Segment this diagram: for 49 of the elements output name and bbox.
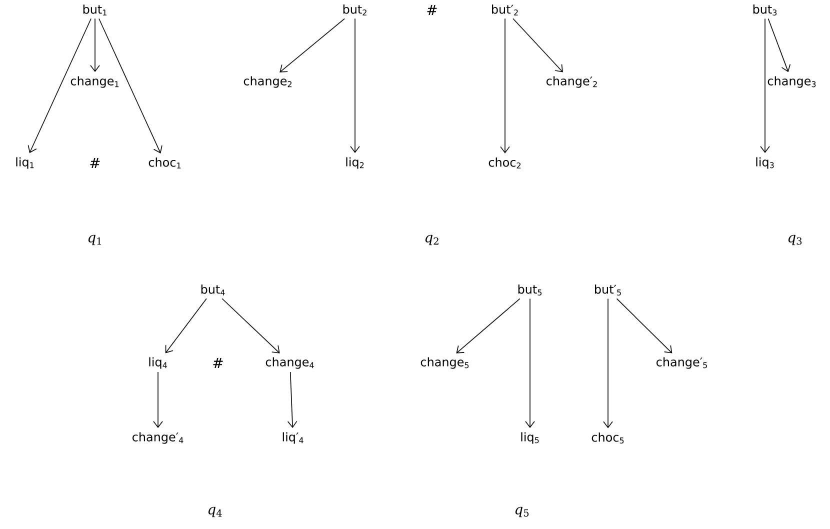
diagram-label: q$_{4}$ [208, 506, 222, 518]
diagram-label: # [213, 358, 223, 368]
arrow [98, 18, 162, 154]
diagram-label: # [427, 4, 437, 15]
arrow [603, 298, 613, 428]
term-label: liq′$_{4}$ [282, 432, 304, 444]
term-label: change$_{5}$ [420, 357, 469, 369]
arrow [512, 18, 563, 72]
term-label: liq$_{3}$ [756, 157, 774, 169]
term-label: liq$_{1}$ [16, 157, 34, 169]
arrow [616, 298, 672, 354]
arrow [525, 298, 535, 428]
arrow [280, 18, 345, 72]
term-label: change′$_{4}$ [132, 432, 184, 444]
diagram-label: q$_{3}$ [788, 234, 802, 246]
term-label: but$_{5}$ [518, 284, 542, 296]
term-label: change′$_{5}$ [656, 357, 707, 369]
term-label: but′$_{2}$ [492, 4, 518, 16]
term-label: change′$_{2}$ [546, 76, 597, 88]
term-label: liq$_{2}$ [346, 157, 364, 169]
term-label: liq$_{5}$ [521, 432, 539, 444]
arrow [768, 18, 791, 72]
term-label: but$_{1}$ [83, 4, 106, 16]
arrow [222, 298, 280, 354]
term-label: but$_{2}$ [343, 4, 366, 16]
diagram-label: # [90, 158, 100, 168]
term-label: but$_{3}$ [753, 4, 777, 16]
arrow [456, 298, 520, 354]
term-label: choc$_{1}$ [148, 158, 181, 168]
arrow [153, 372, 163, 428]
arrow [760, 18, 770, 153]
diagram-label: q$_{5}$ [515, 506, 529, 518]
diagram-label: q$_{2}$ [425, 234, 438, 246]
arrow [28, 18, 92, 154]
term-label: liq$_{4}$ [149, 357, 167, 369]
term-label: choc$_{2}$ [488, 158, 520, 168]
term-label: but′$_{5}$ [595, 284, 621, 296]
arrow [500, 18, 510, 154]
term-label: change$_{4}$ [266, 357, 314, 369]
term-label: change$_{2}$ [244, 76, 292, 88]
arrow [165, 298, 207, 354]
term-label: change$_{3}$ [768, 76, 816, 88]
term-label: change$_{1}$ [70, 76, 119, 88]
arrow [350, 18, 360, 153]
diagram-label: q$_{1}$ [88, 234, 101, 246]
term-label: choc$_{5}$ [592, 432, 624, 444]
term-label: but$_{4}$ [201, 284, 225, 296]
arrow [90, 18, 100, 72]
arrow [287, 372, 298, 428]
